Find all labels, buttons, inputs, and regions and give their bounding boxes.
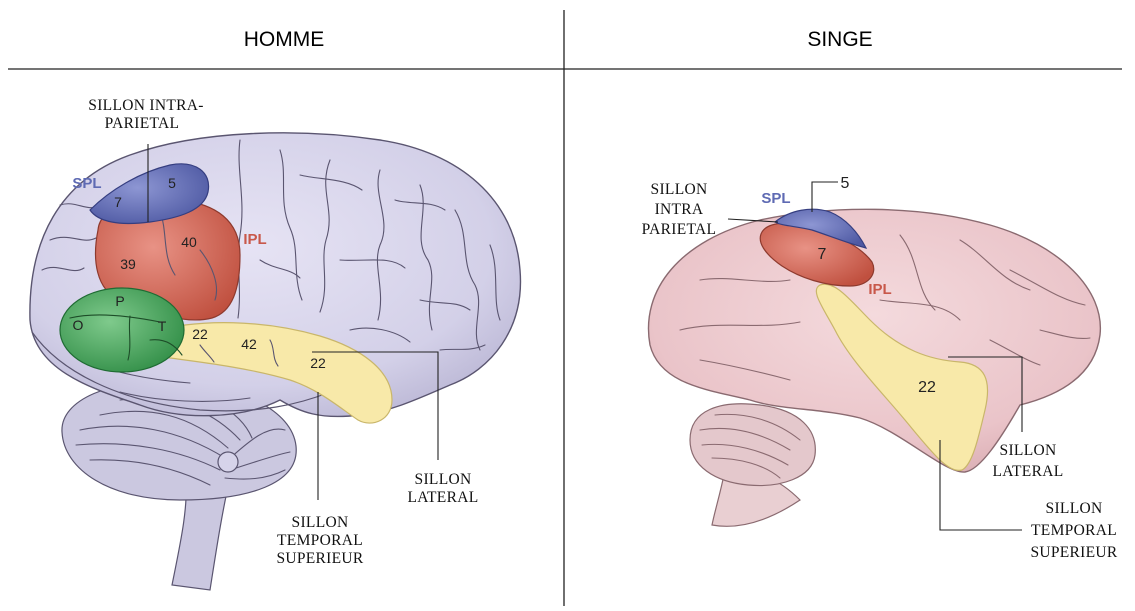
monkey-temporal-line3: SUPERIEUR xyxy=(1030,544,1117,561)
human-intraparietal-line1: SILLON INTRA- xyxy=(88,97,203,114)
monkey-temporal-line2: TEMPORAL xyxy=(1031,522,1117,539)
human-area-7-label: 7 xyxy=(114,194,122,210)
human-area-5-label: 5 xyxy=(168,175,176,191)
human-area-22a-label: 22 xyxy=(192,326,208,342)
monkey-lateral-line1: SILLON xyxy=(1000,442,1057,459)
monkey-area-22-label: 22 xyxy=(918,379,936,396)
monkey-area-5-label: 5 xyxy=(841,175,850,192)
human-zone-p-label: P xyxy=(115,293,124,309)
human-area-40-label: 40 xyxy=(181,234,197,250)
monkey-brain: 5 7 22 SPL IPL SILLON INTRA PARIETAL SIL… xyxy=(642,175,1118,561)
monkey-intraparietal-line3: PARIETAL xyxy=(642,221,717,238)
monkey-temporal-line1: SILLON xyxy=(1046,500,1103,517)
monkey-spl-label: SPL xyxy=(761,190,790,207)
human-temporal-line2: TEMPORAL xyxy=(277,532,363,549)
human-area-22b-label: 22 xyxy=(310,355,326,371)
human-pons xyxy=(218,452,238,472)
human-temporal-line3: SUPERIEUR xyxy=(276,550,363,567)
header-homme: HOMME xyxy=(244,28,325,51)
human-area-42-label: 42 xyxy=(241,336,257,352)
human-lateral-line1: SILLON xyxy=(415,471,472,488)
monkey-lateral-line2: LATERAL xyxy=(993,463,1064,480)
human-area-39-label: 39 xyxy=(120,256,136,272)
human-zone-t-label: T xyxy=(158,318,167,334)
monkey-intraparietal-line1: SILLON xyxy=(651,181,708,198)
monkey-area-7-label: 7 xyxy=(818,246,827,263)
header-singe: SINGE xyxy=(807,28,872,51)
human-zone-o-label: O xyxy=(73,317,84,333)
monkey-intraparietal-line2: INTRA xyxy=(655,201,704,218)
human-temporal-line1: SILLON xyxy=(292,514,349,531)
monkey-ipl-label: IPL xyxy=(868,281,891,298)
human-intraparietal-line2: PARIETAL xyxy=(105,115,180,132)
human-spl-label: SPL xyxy=(72,175,101,192)
human-brain: 5 7 40 39 P O T 22 42 22 SPL IPL SILLON … xyxy=(30,97,521,590)
monkey-leader-5 xyxy=(812,182,838,212)
human-ipl-label: IPL xyxy=(243,231,266,248)
human-lateral-line2: LATERAL xyxy=(408,489,479,506)
